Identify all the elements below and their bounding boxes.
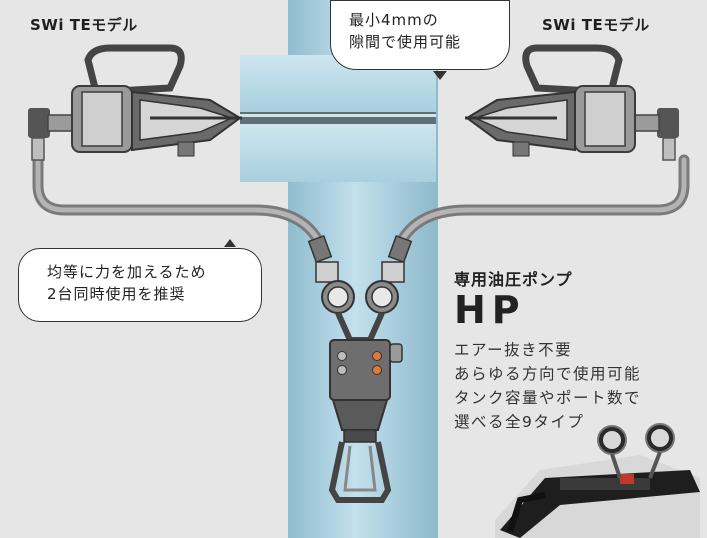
left-spreader-tool xyxy=(28,44,242,161)
gap-callout: 最小4mmの 隙間で使用可能 xyxy=(330,0,510,70)
pump-model-name: HP xyxy=(454,288,526,332)
pump-feature-1: エアー抜き不要 xyxy=(454,341,573,359)
pump-feature-4: 選べる全9タイプ xyxy=(454,413,585,431)
balance-callout-line-1: 均等に力を加えるため xyxy=(47,263,207,281)
right-model-label: SWi TEモデル xyxy=(542,16,650,34)
right-hose xyxy=(396,154,690,246)
gap-callout-pointer xyxy=(433,71,447,80)
left-model-label: SWi TEモデル xyxy=(30,16,138,34)
balance-callout-line-2: 2台同時使用を推奨 xyxy=(47,285,186,303)
hand-pump-diagram xyxy=(307,234,413,503)
pump-title: 専用油圧ポンプ xyxy=(454,270,573,289)
balance-callout-pointer xyxy=(224,239,236,247)
gap-callout-line-2: 隙間で使用可能 xyxy=(349,33,462,51)
gasket xyxy=(240,112,436,124)
pump-feature-3: タンク容量やポート数で xyxy=(454,389,642,407)
pump-features: エアー抜き不要 あらゆる方向で使用可能 タンク容量やポート数で 選べる全9タイプ xyxy=(454,338,641,434)
gap-callout-line-1: 最小4mmの xyxy=(349,11,439,29)
right-spreader-tool xyxy=(465,44,679,161)
balance-callout: 均等に力を加えるため 2台同時使用を推奨 xyxy=(18,248,262,322)
lower-flange xyxy=(240,124,436,182)
pump-product-image xyxy=(495,423,700,538)
pump-feature-2: あらゆる方向で使用可能 xyxy=(454,365,642,383)
